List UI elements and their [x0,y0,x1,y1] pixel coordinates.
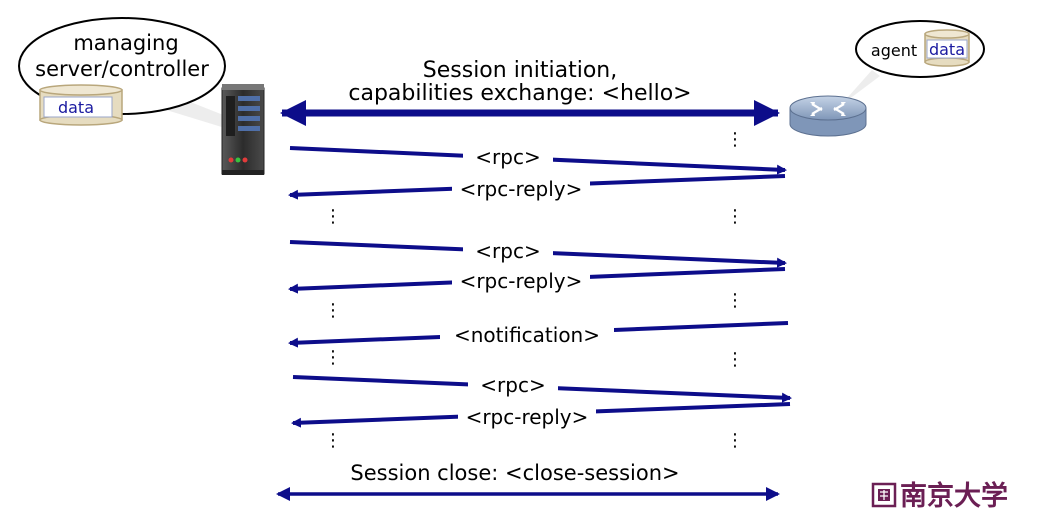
rpc-label: <rpc> [475,145,540,169]
agent-db-label: data [929,40,965,59]
notification-label-bg [440,322,614,346]
rpc-label-bg [463,146,553,168]
continuation-dots: ⋮ [726,129,744,150]
continuation-dots: ⋮ [726,206,744,227]
manager-bubble-line2: server/controller [35,57,209,81]
continuation-dots: ⋮ [324,300,342,321]
university-seal-icon [871,482,897,508]
rpc-label: <rpc> [480,373,545,397]
rpc-reply-label: <rpc-reply> [460,177,583,201]
university-logo-text: 南京大学 [900,480,1008,512]
manager-bubble-line1: managing [73,31,178,55]
continuation-dots: ⋮ [324,206,342,227]
close-session-label: Session close: <close-session> [350,461,679,485]
agent-bubble: agent data [840,20,985,106]
rpc-label-bg [463,240,553,262]
manager-bubble: managing server/controller data [18,17,238,132]
rpc-reply-label: <rpc-reply> [460,269,583,293]
rpc-reply-label-bg [452,176,590,200]
continuation-dots: ⋮ [726,290,744,311]
agent-label: agent [871,41,917,60]
continuation-dots: ⋮ [726,349,744,370]
rpc-label-bg [468,374,558,396]
manager-db-label: data [58,98,94,117]
rpc-reply-label-bg [458,404,596,428]
rpc-reply-label-bg [452,268,590,292]
university-logo: 南京大学 [871,480,1008,512]
router-icon [789,95,867,137]
continuation-dots: ⋮ [726,430,744,451]
server-icon [221,84,265,175]
rpc-reply-label: <rpc-reply> [466,405,589,429]
hello-label-line1: Session initiation, [423,58,617,83]
agent-bubble-tail [840,70,880,106]
hello-label-line2: capabilities exchange: <hello> [348,81,691,106]
continuation-dots: ⋮ [324,430,342,451]
notification-label: <notification> [454,323,600,347]
rpc-label: <rpc> [475,239,540,263]
agent-db-icon [924,29,970,67]
continuation-dots: ⋮ [324,347,342,368]
manager-db-icon [39,84,123,126]
